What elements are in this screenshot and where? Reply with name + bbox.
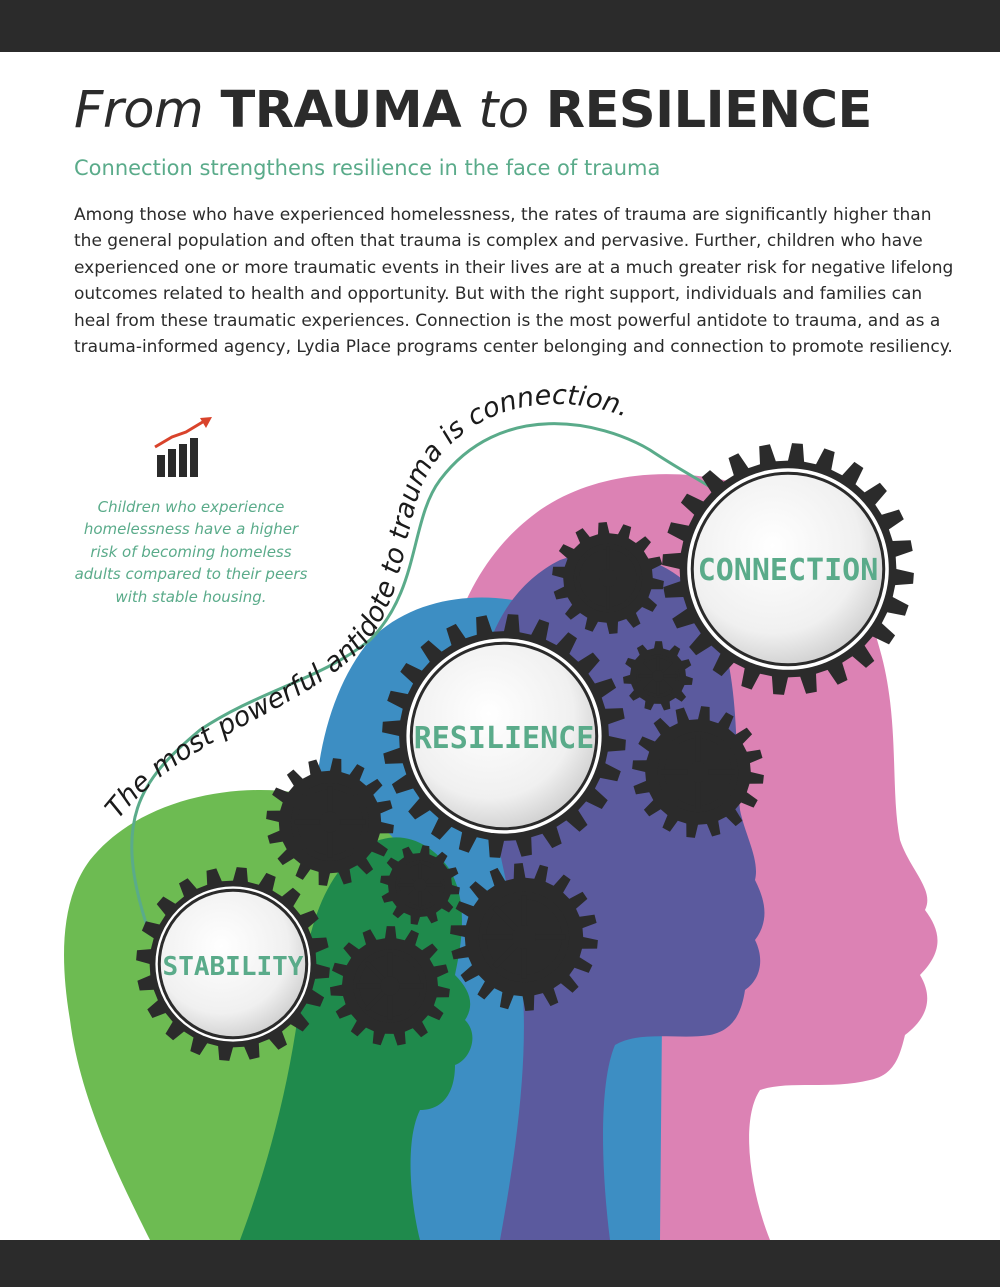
title-resilience: RESILIENCE	[545, 81, 873, 140]
connector-line	[130, 422, 716, 936]
title-to: to	[478, 81, 529, 140]
small-gear	[380, 845, 460, 925]
small-gear	[623, 641, 693, 711]
stat-note: Children who experience homelessness hav…	[74, 498, 308, 606]
bar-chart-rising-arrow-icon	[154, 417, 212, 477]
gear-resilience	[382, 614, 626, 858]
gear-connection	[662, 443, 914, 695]
page-title: From TRAUMA to RESILIENCE	[74, 80, 872, 142]
gear-layer	[136, 443, 914, 1061]
gear-stability	[136, 867, 330, 1061]
small-gear	[266, 758, 394, 886]
small-gear	[632, 706, 764, 838]
title-from: From	[74, 81, 204, 140]
bottom-bar	[0, 1240, 1000, 1287]
gear-label-connection: CONNECTION	[698, 553, 879, 588]
small-gear	[552, 522, 664, 634]
small-gear	[450, 863, 598, 1011]
gear-label-stability: STABILITY	[163, 952, 304, 982]
gear-label-resilience: RESILIENCE	[414, 721, 595, 756]
title-trauma: TRAUMA	[220, 81, 462, 140]
top-bar	[0, 0, 1000, 52]
intro-paragraph: Among those who have experienced homeles…	[74, 205, 954, 358]
page-subtitle: Connection strengthens resilience in the…	[74, 156, 661, 180]
small-gear	[330, 926, 450, 1046]
